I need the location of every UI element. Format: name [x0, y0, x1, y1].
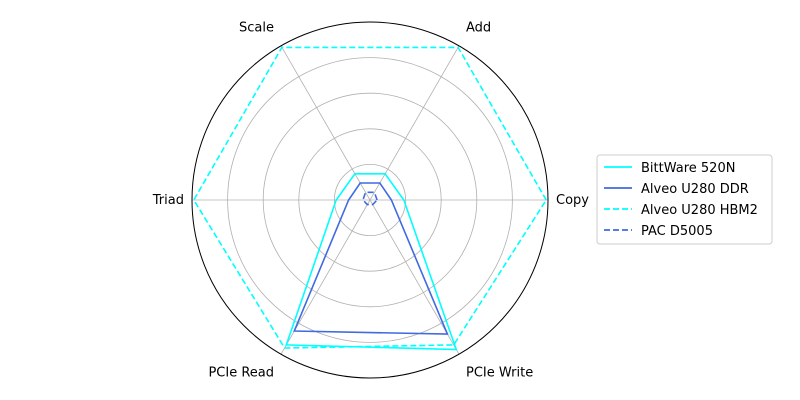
series-layer [192, 46, 548, 351]
axis-label: PCIe Write [466, 365, 533, 380]
legend-label: BittWare 520N [641, 161, 735, 176]
outer-frame [191, 21, 549, 379]
axis-label: Add [466, 21, 491, 36]
legend: BittWare 520N Alveo U280 DDR Alveo U280 HB… [596, 154, 773, 245]
series-line [293, 182, 449, 335]
axis-label: Copy [556, 193, 589, 208]
axis-label: Triad [152, 193, 184, 208]
grid-layer [191, 21, 549, 379]
series-line [361, 191, 379, 206]
axis-label: PCIe Read [208, 365, 274, 380]
axis-label: Scale [239, 21, 274, 36]
legend-frame [596, 154, 773, 245]
grid-spoke [369, 199, 460, 355]
legend-label: Alveo U280 HBM2 [641, 203, 758, 218]
legend-label: Alveo U280 DDR [641, 182, 749, 197]
grid-spoke [280, 45, 371, 201]
grid-spoke [369, 45, 460, 201]
legend-label: PAC D5005 [641, 224, 713, 239]
series-line [192, 46, 548, 349]
series-line [285, 173, 458, 351]
